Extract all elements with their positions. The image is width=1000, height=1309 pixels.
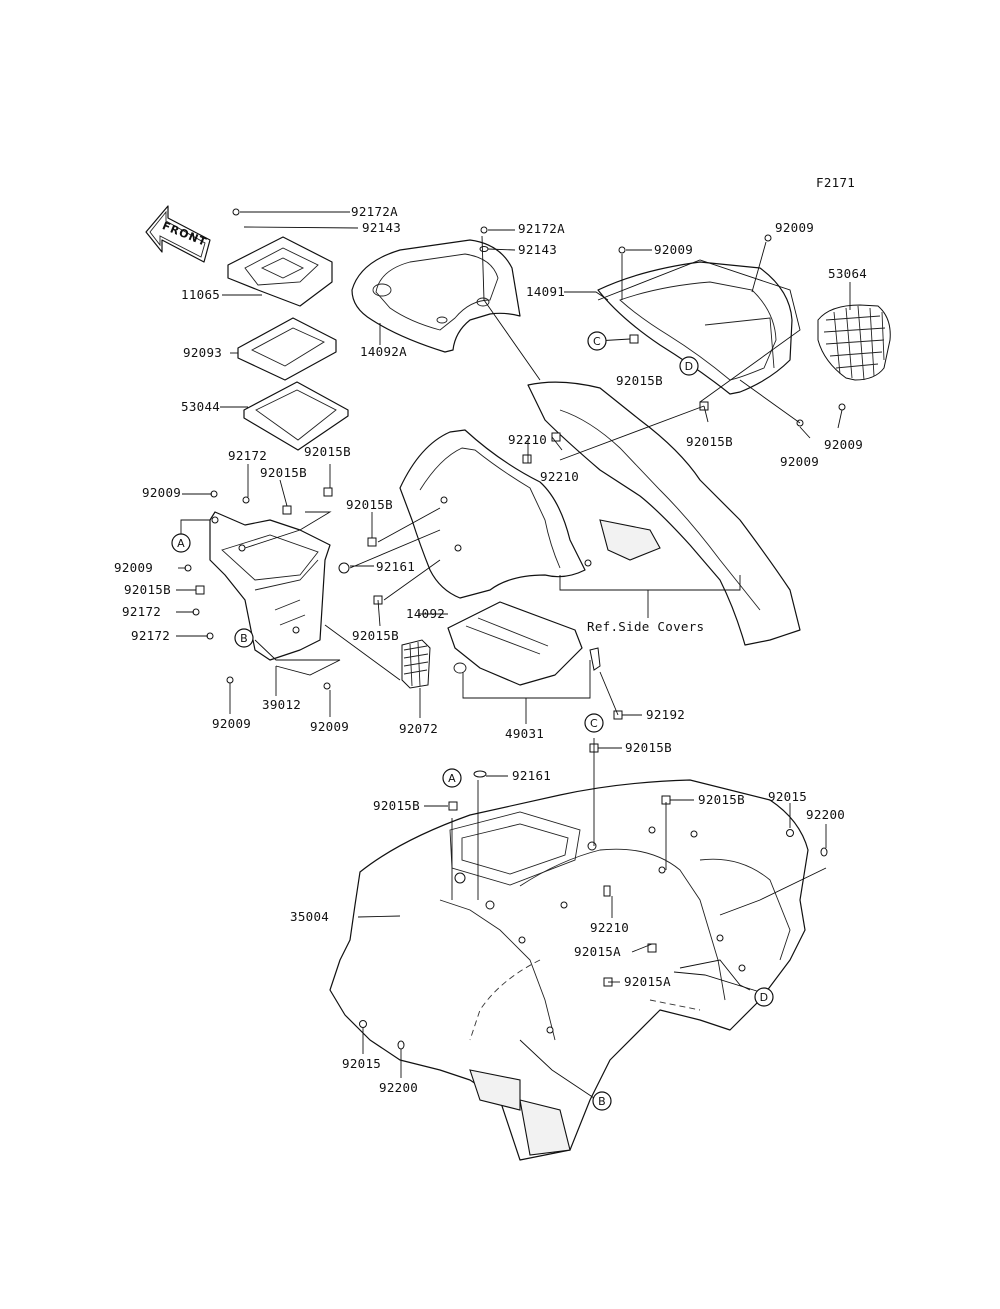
figure-code: F2171 — [816, 175, 855, 190]
part-label: 92009 — [310, 719, 349, 734]
part-label: 92172 — [131, 628, 170, 643]
ref-side-covers-label: Ref.Side Covers — [587, 619, 704, 634]
svg-text:C: C — [593, 335, 601, 348]
part-label: 92192 — [646, 707, 685, 722]
part-label: 92143 — [518, 242, 557, 257]
callout-b-1: B — [234, 628, 254, 648]
svg-text:C: C — [590, 717, 598, 730]
callout-c-1: C — [587, 331, 607, 351]
part-label: 11065 — [181, 287, 220, 302]
part-label: 92009 — [654, 242, 693, 257]
part-label: 92009 — [114, 560, 153, 575]
part-number-labels: 92172A 92143 92172A 92143 11065 14092A 9… — [114, 204, 867, 1095]
leader-lines — [176, 211, 851, 1099]
part-label: 92210 — [508, 432, 547, 447]
part-label: 92015A — [574, 944, 621, 959]
grille-53064 — [817, 304, 891, 381]
part-label: 53044 — [181, 399, 220, 414]
part-label: 92015 — [768, 789, 807, 804]
part-label: 92210 — [590, 920, 629, 935]
part-label: 92172 — [122, 604, 161, 619]
box-39012 — [209, 511, 331, 661]
cover-14091 — [597, 261, 793, 395]
part-label: 35004 — [290, 909, 329, 924]
part-label: 92009 — [212, 716, 251, 731]
seal-53044 — [243, 381, 349, 451]
part-label: 92015B — [260, 465, 307, 480]
svg-text:D: D — [760, 991, 769, 1004]
part-label: 92009 — [142, 485, 181, 500]
part-label: 92072 — [399, 721, 438, 736]
svg-text:A: A — [177, 537, 185, 550]
part-label: 92015B — [698, 792, 745, 807]
rear-fender-35004 — [329, 779, 809, 1161]
callout-c-2: C — [584, 713, 604, 733]
part-label: 92172A — [351, 204, 398, 219]
part-label: 92143 — [362, 220, 401, 235]
svg-text:B: B — [240, 632, 248, 645]
part-label: 92015A — [624, 974, 671, 989]
part-label: 92172A — [518, 221, 565, 236]
callout-d-2: D — [754, 987, 774, 1007]
part-label: 92172 — [228, 448, 267, 463]
part-label: 14092 — [406, 606, 445, 621]
part-label: 92015B — [373, 798, 420, 813]
part-label: 92200 — [379, 1080, 418, 1095]
part-label: 92200 — [806, 807, 845, 822]
part-label: 53064 — [828, 266, 867, 281]
part-label: 14092A — [360, 344, 407, 359]
part-label: 92093 — [183, 345, 222, 360]
side-cover-ref — [399, 381, 801, 646]
gasket-92093 — [237, 317, 337, 381]
part-label: 92015B — [124, 582, 171, 597]
part-label: 92161 — [512, 768, 551, 783]
cover-11065 — [227, 236, 333, 307]
part-label: 92015B — [625, 740, 672, 755]
lid-14092 — [447, 601, 601, 686]
front-arrow-icon: FRONT — [145, 205, 211, 263]
part-label: 92009 — [775, 220, 814, 235]
part-label: 92009 — [824, 437, 863, 452]
svg-text:A: A — [448, 772, 456, 785]
callout-d-1: D — [679, 356, 699, 376]
callout-a-2: A — [442, 768, 462, 788]
part-label: 92015B — [686, 434, 733, 449]
part-label: 92009 — [780, 454, 819, 469]
part-label: 92015 — [342, 1056, 381, 1071]
part-label: 92210 — [540, 469, 579, 484]
part-label: 92015B — [352, 628, 399, 643]
svg-text:B: B — [598, 1095, 606, 1108]
cover-14092A — [351, 239, 521, 353]
callout-a-1: A — [171, 519, 210, 553]
callout-b-2: B — [592, 1091, 612, 1111]
part-label: 39012 — [262, 697, 301, 712]
svg-text:D: D — [685, 360, 694, 373]
grille-92072 — [401, 639, 431, 689]
part-label: 92015B — [304, 444, 351, 459]
part-label: 92015B — [616, 373, 663, 388]
part-label: 92015B — [346, 497, 393, 512]
part-label: 92161 — [376, 559, 415, 574]
part-label: 14091 — [526, 284, 565, 299]
part-label: 49031 — [505, 726, 544, 741]
callout-circles: A B C D C A D B — [171, 331, 774, 1111]
